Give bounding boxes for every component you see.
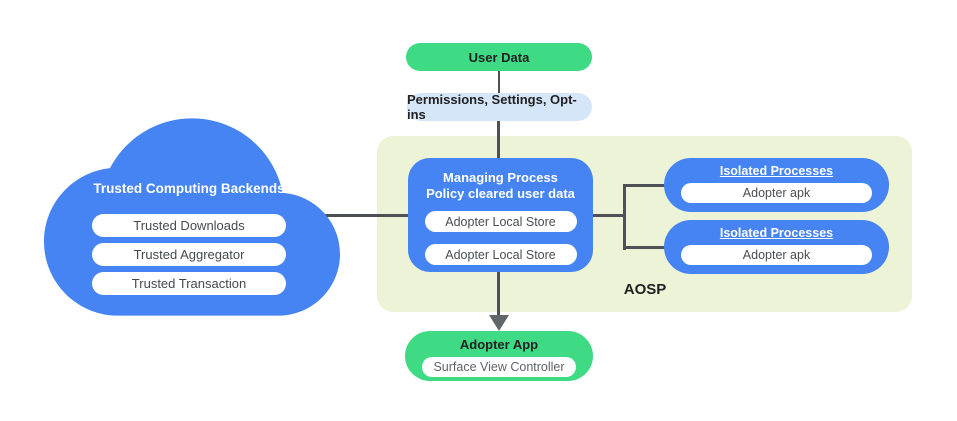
- bracket-bottom-line: [623, 246, 667, 249]
- adopter-app-title: Adopter App: [459, 337, 539, 352]
- connector-permissions-managing: [497, 121, 500, 159]
- managing-process-title: Managing Process Policy cleared user dat…: [426, 170, 575, 202]
- arrow-down-icon: [489, 315, 509, 331]
- adopter-apk-pill: Adopter apk: [681, 183, 872, 203]
- adopter-local-store-pill: Adopter Local Store: [424, 244, 577, 265]
- adopter-apk-pill: Adopter apk: [681, 245, 872, 265]
- adopter-app-box: Adopter App Surface View Controller: [405, 331, 593, 381]
- adopter-local-store-pill: Adopter Local Store: [424, 211, 577, 232]
- permissions-settings-optins-pill: Permissions, Settings, Opt-ins: [407, 92, 592, 122]
- connector-managing-adopter: [497, 272, 500, 318]
- isolated-processes-title: Isolated Processes: [719, 164, 834, 178]
- aosp-label: AOSP: [623, 281, 667, 298]
- managing-process-title-line2: Policy cleared user data: [426, 186, 575, 201]
- connector-cloud-managing: [318, 214, 410, 217]
- managing-process-title-line1: Managing Process: [443, 170, 558, 185]
- user-data-pill: User Data: [406, 43, 592, 71]
- isolated-process-box: Isolated Processes Adopter apk: [664, 158, 889, 212]
- trusted-downloads-pill: Trusted Downloads: [92, 214, 286, 237]
- bracket-vertical-line: [623, 184, 626, 250]
- isolated-process-box: Isolated Processes Adopter apk: [664, 220, 889, 274]
- trusted-aggregator-pill: Trusted Aggregator: [92, 243, 286, 266]
- connector-userdata-permissions: [498, 70, 500, 94]
- managing-process-box: Managing Process Policy cleared user dat…: [408, 158, 593, 272]
- isolated-processes-title: Isolated Processes: [719, 226, 834, 240]
- surface-view-controller-pill: Surface View Controller: [422, 357, 576, 377]
- trusted-transaction-pill: Trusted Transaction: [92, 272, 286, 295]
- trusted-cloud-title: Trusted Computing Backends: [93, 181, 285, 196]
- connector-managing-bracket: [593, 214, 626, 217]
- bracket-top-line: [623, 184, 667, 187]
